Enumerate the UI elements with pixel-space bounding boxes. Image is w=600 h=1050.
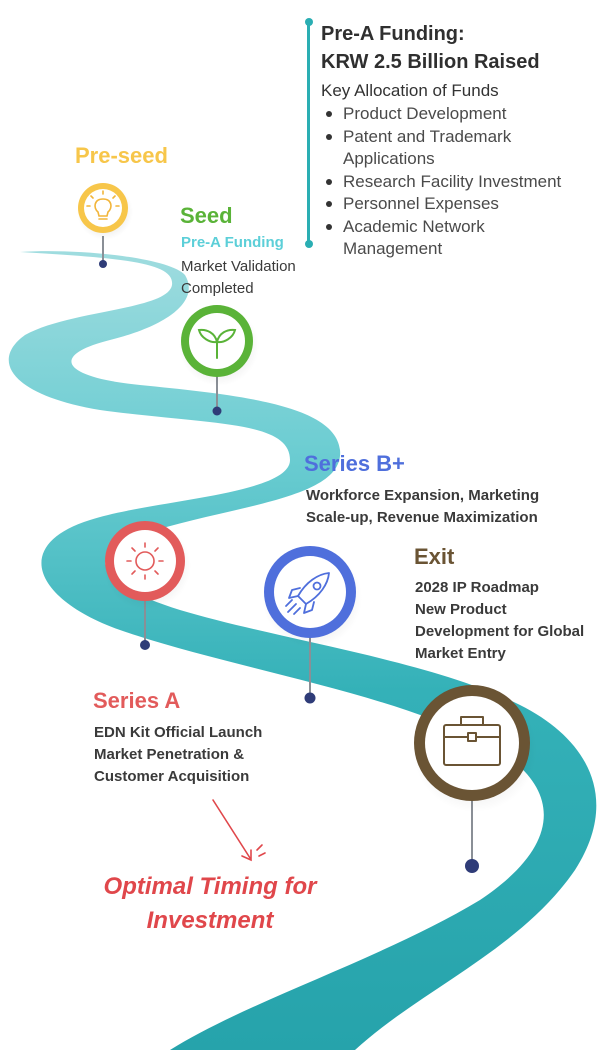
pin-exit — [413, 685, 537, 873]
info-title-line2: KRW 2.5 Billion Raised — [321, 51, 540, 73]
info-panel-dot-bottom — [305, 240, 313, 248]
series-a-title: Series A — [93, 688, 181, 713]
info-panel-title: Pre-A Funding: KRW 2.5 Billion Raised — [321, 20, 540, 76]
lightbulb-icon — [86, 190, 120, 220]
rocket-icon — [285, 572, 330, 615]
series-a-description: EDN Kit Official Launch Market Penetrati… — [94, 724, 263, 785]
sun-icon — [126, 542, 164, 580]
series-b-title: Series B+ — [304, 451, 405, 476]
info-panel-line — [307, 22, 310, 244]
pin-seed — [179, 305, 259, 416]
exit-title: Exit — [414, 544, 455, 569]
winding-road — [8, 251, 597, 1050]
seed-description: Market Validation Completed — [181, 258, 296, 297]
series-b-description: Workforce Expansion, Marketing Scale-up,… — [306, 487, 540, 526]
exit-description: 2028 IP Roadmap New Product Development … — [415, 579, 585, 662]
allocation-list: Product Development Patent and Trademark… — [321, 103, 561, 261]
allocation-item: Product Development — [321, 103, 561, 126]
optimal-timing-callout: Optimal Timing for Investment — [103, 873, 317, 934]
sprout-icon — [197, 328, 237, 359]
pin-preseed — [77, 183, 133, 268]
allocation-item: Patent and Trademark Applications — [321, 126, 561, 171]
pin-series-b — [262, 546, 362, 704]
pin-series-a — [103, 521, 191, 650]
preseed-title: Pre-seed — [75, 143, 168, 168]
info-title-line1: Pre-A Funding: — [321, 23, 465, 45]
allocation-item: Academic Network Management — [321, 216, 561, 261]
seed-highlight: Pre-A Funding — [181, 234, 284, 251]
info-panel-subtitle: Key Allocation of Funds — [321, 81, 499, 100]
allocation-item: Research Facility Investment — [321, 171, 561, 194]
seed-title: Seed — [180, 203, 233, 228]
allocation-item: Personnel Expenses — [321, 193, 561, 216]
briefcase-icon — [443, 716, 501, 766]
callout-arrow — [212, 799, 266, 862]
info-panel-dot-top — [305, 18, 313, 26]
